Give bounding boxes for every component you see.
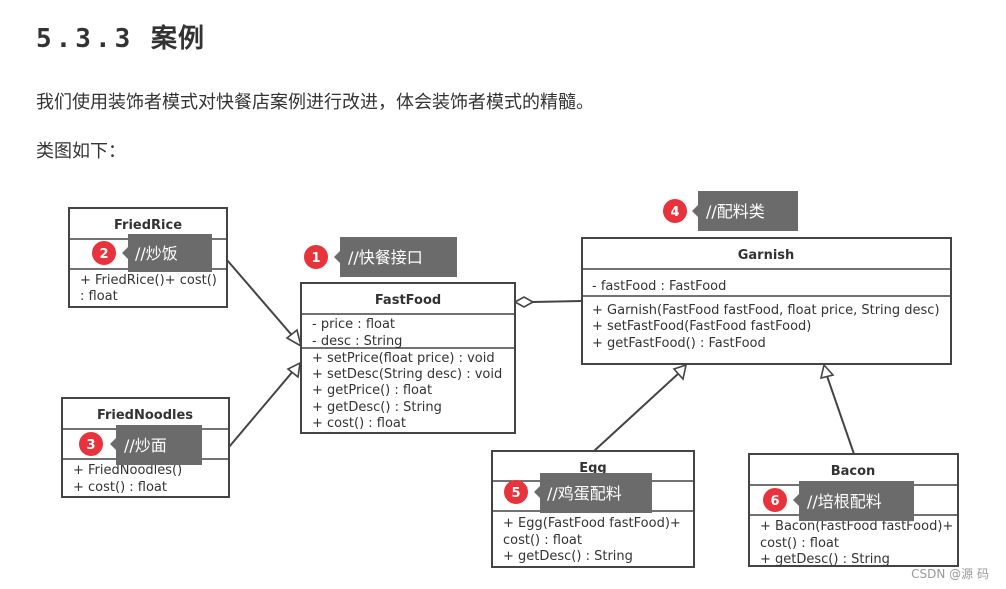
- class-name: Garnish: [738, 248, 795, 263]
- method: : float: [80, 289, 118, 304]
- method: + getPrice() : float: [312, 383, 432, 398]
- annotation-note: [799, 481, 914, 521]
- class-box: [300, 282, 516, 434]
- method: + Egg(FastFood fastFood)+: [503, 516, 681, 531]
- annotation-pointer: [122, 247, 128, 259]
- method: + getDesc() : String: [312, 400, 442, 415]
- method: + setFastFood(FastFood fastFood): [592, 319, 811, 334]
- attribute: - price : float: [312, 317, 395, 332]
- annotation-1: 1 //快餐接口: [304, 237, 457, 277]
- annotation-badge: [304, 245, 328, 269]
- annotation-2: 2 //炒饭: [92, 234, 212, 272]
- arrowhead-egg: [672, 363, 688, 381]
- annotation-note: [340, 237, 457, 277]
- class-fast-food: FastFood - price : float - desc : String…: [300, 282, 516, 434]
- annotation-badge-number: 3: [86, 438, 95, 453]
- section-number: 5.3.3: [36, 24, 135, 54]
- class-diagram-caption: 类图如下：: [36, 141, 126, 162]
- class-garnish: Garnish - fastFood : FastFood + Garnish(…: [581, 237, 952, 365]
- method: + FriedRice()+ cost(): [80, 273, 217, 288]
- method: + getFastFood() : FastFood: [592, 336, 766, 351]
- annotation-note: [116, 425, 202, 465]
- class-name: FastFood: [375, 293, 441, 308]
- class-name: Egg: [579, 461, 607, 476]
- annotation-pointer: [334, 251, 340, 263]
- class-box: [581, 237, 952, 365]
- annotation-5: 5 //鸡蛋配料: [504, 473, 652, 513]
- annotation-note: [698, 191, 798, 231]
- edge-egg-garnish: [593, 372, 680, 452]
- annotation-pointer: [692, 205, 698, 217]
- section-heading: 5.3.3 案例: [36, 18, 205, 55]
- method: + FriedNoodles(): [73, 463, 182, 478]
- annotation-pointer: [793, 494, 799, 506]
- attribute: - desc : String: [312, 334, 402, 349]
- annotation-badge-number: 4: [670, 205, 679, 220]
- annotation-text: //快餐接口: [348, 248, 423, 267]
- annotation-note: [128, 234, 212, 272]
- arrowhead-friednoodles: [286, 361, 302, 379]
- arrowhead-bacon: [819, 363, 835, 380]
- annotation-text: //培根配料: [807, 492, 882, 511]
- annotation-badge-number: 1: [311, 251, 320, 266]
- arrowhead-friedrice: [285, 328, 303, 348]
- annotation-badge-number: 6: [770, 494, 779, 509]
- aggregation-diamond: [513, 296, 535, 308]
- method: + cost() : float: [312, 416, 406, 431]
- annotation-badge-number: 2: [99, 247, 108, 262]
- method: + setPrice(float price) : void: [312, 351, 495, 366]
- edge-garnish-fastfood: [531, 300, 583, 303]
- annotation-badge: [663, 199, 687, 223]
- attribute: - fastFood : FastFood: [592, 279, 726, 294]
- edge-friednoodles-fastfood: [228, 369, 295, 448]
- edge-friedrice-fastfood: [226, 259, 297, 341]
- annotation-note: [540, 473, 652, 513]
- annotation-badge: [504, 480, 528, 504]
- annotation-badge-number: 5: [511, 486, 520, 501]
- method: cost() : float: [760, 536, 839, 551]
- class-name: Bacon: [831, 464, 876, 479]
- edge-bacon-garnish: [826, 375, 855, 455]
- annotation-3: 3 //炒面: [79, 425, 202, 465]
- annotation-pointer: [534, 486, 540, 498]
- annotation-badge: [763, 488, 787, 512]
- method: + getDesc() : String: [760, 552, 890, 567]
- annotation-text: //鸡蛋配料: [547, 484, 622, 503]
- intro-paragraph: 我们使用装饰者模式对快餐店案例进行改进，体会装饰者模式的精髓。: [36, 92, 594, 113]
- annotation-text: //配料类: [706, 202, 765, 221]
- method: + Bacon(FastFood fastFood)+: [760, 519, 953, 534]
- annotation-pointer: [110, 438, 116, 450]
- method: + getDesc() : String: [503, 549, 633, 564]
- annotation-badge: [79, 432, 103, 456]
- class-name: FriedNoodles: [97, 408, 193, 423]
- annotation-6: 6 //培根配料: [763, 481, 914, 521]
- section-title: 案例: [150, 24, 205, 54]
- annotation-text: //炒面: [124, 436, 167, 455]
- class-name: FriedRice: [114, 218, 182, 233]
- method: + cost() : float: [73, 480, 167, 495]
- annotation-4: 4 //配料类: [663, 191, 798, 231]
- annotation-badge: [92, 241, 116, 265]
- watermark: CSDN @源 码: [911, 567, 989, 581]
- method: + Garnish(FastFood fastFood, float price…: [592, 303, 940, 318]
- method: cost() : float: [503, 533, 582, 548]
- annotation-text: //炒饭: [135, 244, 178, 263]
- method: + setDesc(String desc) : void: [312, 367, 502, 382]
